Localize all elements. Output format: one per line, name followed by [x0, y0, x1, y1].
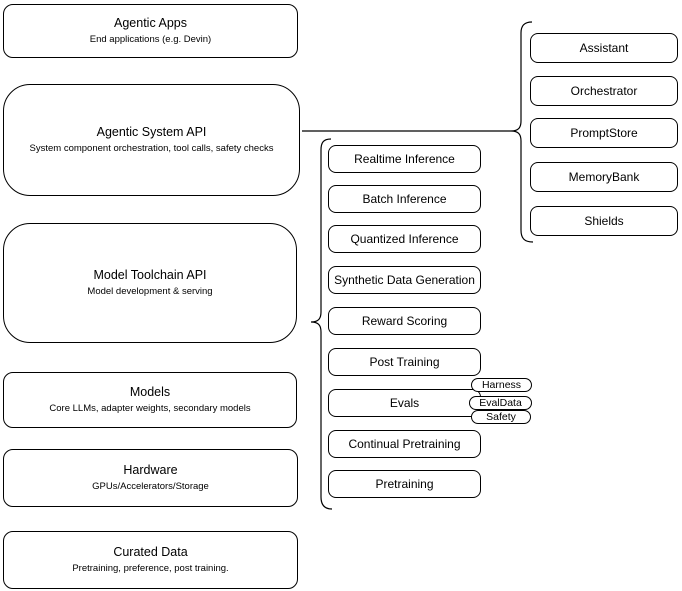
toolchain-synthetic-data-generation: Synthetic Data Generation [328, 266, 481, 294]
layer-subtitle: GPUs/Accelerators/Storage [92, 481, 209, 493]
layer-title: Agentic System API [96, 124, 207, 139]
layer-agentic-system-api: Agentic System API System component orch… [3, 84, 300, 196]
component-orchestrator: Orchestrator [530, 76, 678, 106]
layer-curated-data: Curated Data Pretraining, preference, po… [3, 531, 298, 589]
component-promptstore: PromptStore [530, 118, 678, 148]
layer-title: Agentic Apps [114, 15, 187, 30]
toolchain-pretraining: Pretraining [328, 470, 481, 498]
component-memorybank: MemoryBank [530, 162, 678, 192]
toolchain-realtime-inference: Realtime Inference [328, 145, 481, 173]
layer-subtitle: System component orchestration, tool cal… [29, 143, 274, 155]
component-shields: Shields [530, 206, 678, 236]
layer-subtitle: End applications (e.g. Devin) [89, 34, 212, 46]
layer-models: Models Core LLMs, adapter weights, secon… [3, 372, 297, 428]
toolchain-post-training: Post Training [328, 348, 481, 376]
toolchain-batch-inference: Batch Inference [328, 185, 481, 213]
layer-title: Models [129, 384, 171, 399]
layer-subtitle: Core LLMs, adapter weights, secondary mo… [49, 403, 251, 415]
toolchain-reward-scoring: Reward Scoring [328, 307, 481, 335]
eval-tag-harness: Harness [471, 378, 532, 392]
eval-tag-evaldata: EvalData [469, 396, 532, 410]
layer-hardware: Hardware GPUs/Accelerators/Storage [3, 449, 298, 507]
layer-model-toolchain-api: Model Toolchain API Model development & … [3, 223, 297, 343]
toolchain-quantized-inference: Quantized Inference [328, 225, 481, 253]
layer-agentic-apps: Agentic Apps End applications (e.g. Devi… [3, 4, 298, 58]
eval-tag-safety: Safety [471, 410, 531, 424]
layer-subtitle: Model development & serving [87, 286, 213, 298]
layer-title: Hardware [123, 462, 178, 477]
layer-subtitle: Pretraining, preference, post training. [72, 563, 229, 575]
toolchain-continual-pretraining: Continual Pretraining [328, 430, 481, 458]
layer-title: Curated Data [113, 544, 188, 559]
layer-title: Model Toolchain API [93, 267, 207, 282]
toolchain-evals: Evals [328, 389, 481, 417]
component-assistant: Assistant [530, 33, 678, 63]
